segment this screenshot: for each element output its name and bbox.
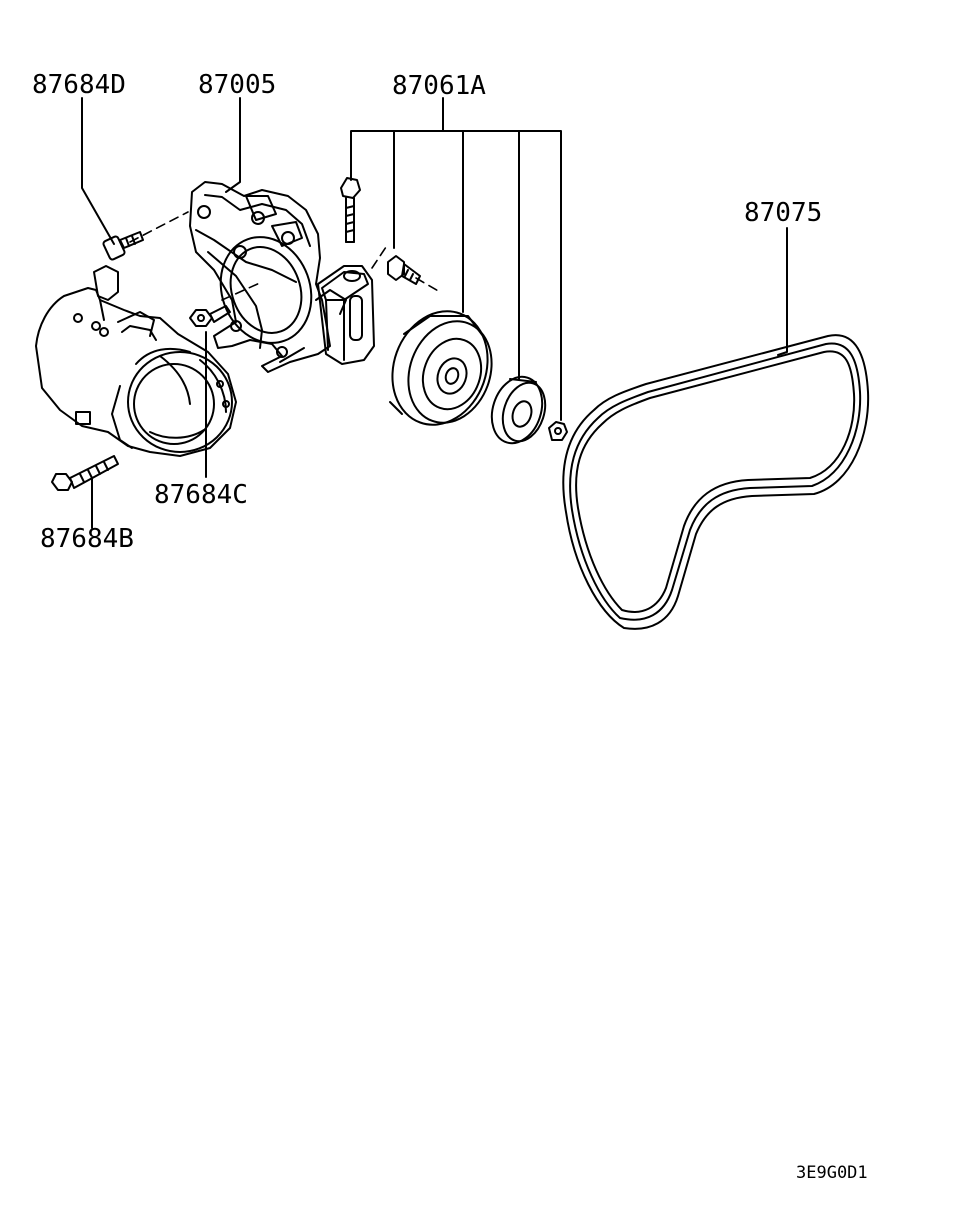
bolt-87684B — [51, 455, 119, 491]
tensioner-block — [317, 265, 375, 365]
label-87061A: 87061A — [392, 71, 486, 101]
compressor — [35, 265, 237, 457]
short-bolt-87061A — [387, 255, 421, 285]
diagram-reference-code: 3E9G0D1 — [796, 1163, 868, 1183]
long-bolt-87061A — [340, 177, 361, 243]
large-pulley-87061A — [389, 310, 493, 426]
label-87684D: 87684D — [32, 70, 126, 100]
v-belt-87075 — [562, 334, 870, 630]
label-87005: 87005 — [198, 70, 277, 100]
nut-87061A — [548, 421, 568, 441]
label-87684C: 87684C — [154, 480, 248, 510]
label-87684B: 87684B — [40, 524, 134, 554]
bolt-87684C — [189, 305, 231, 327]
small-pulley-87061A — [490, 375, 547, 445]
bolt-87684D — [102, 231, 144, 261]
bracket-87005 — [189, 181, 347, 373]
leader-lines — [81, 97, 788, 529]
label-87075: 87075 — [744, 198, 823, 228]
assembly-dash-lines — [129, 211, 441, 301]
